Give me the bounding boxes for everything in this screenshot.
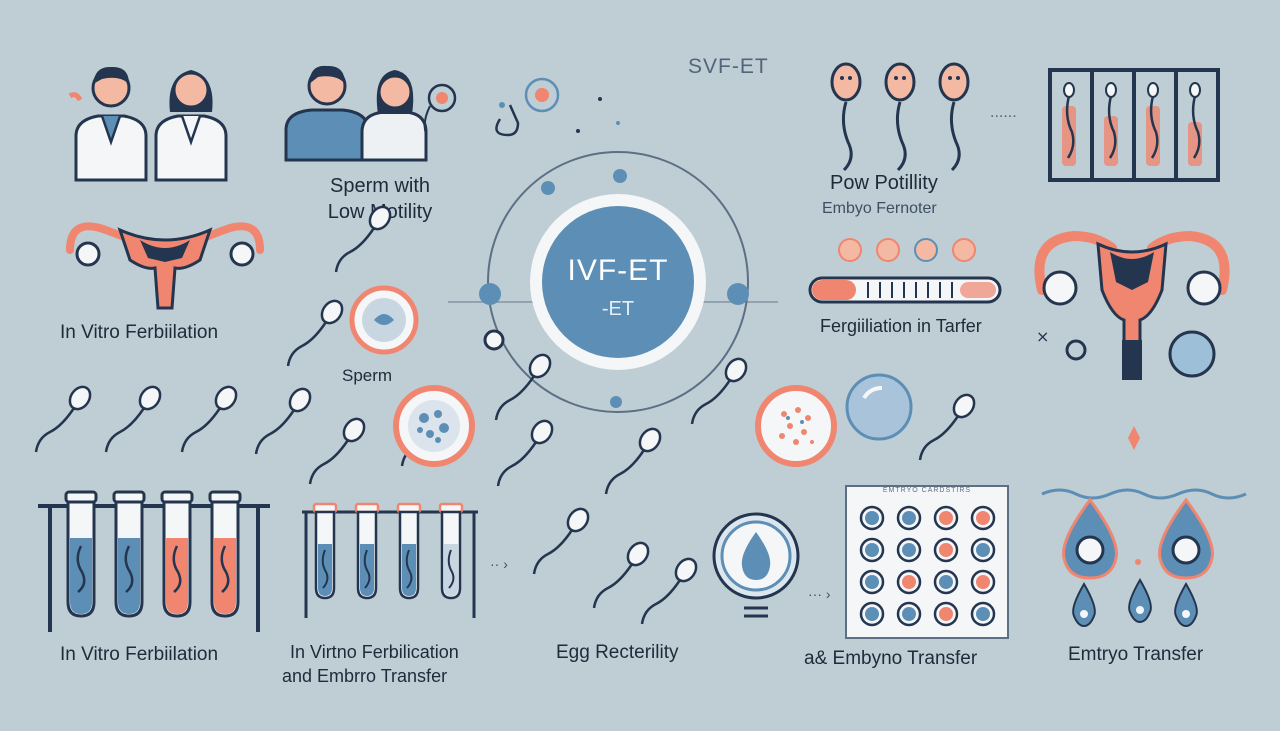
- plate-well: [933, 505, 959, 531]
- sperm-trio-icon: [830, 62, 970, 172]
- test-tube: [312, 502, 338, 600]
- plate-well: [896, 601, 922, 627]
- couple-icon: [284, 65, 457, 162]
- plate-well: [859, 537, 885, 563]
- sperm-icon: [690, 357, 748, 425]
- plate-well: [896, 505, 922, 531]
- dotted-connector-2: ·· ›: [490, 556, 508, 572]
- uterus-large-icon: ×: [1034, 230, 1230, 380]
- sperm-icon: [604, 427, 662, 495]
- test-tube: [354, 502, 380, 600]
- well-plate-icon: [845, 485, 1009, 639]
- plate-well: [859, 505, 885, 531]
- sperm-icon: [496, 419, 554, 487]
- sperm-icon: [34, 385, 92, 453]
- svg-text:×: ×: [1036, 327, 1049, 346]
- test-tube: [64, 490, 98, 618]
- dotted-connector-3: ··· ›: [808, 586, 831, 602]
- sperm-icon: [640, 557, 698, 625]
- embryo-dots-row: [838, 238, 976, 262]
- floating-dots-icon: [495, 77, 620, 137]
- petri-dish-icon: [349, 285, 419, 355]
- plate-well: [933, 601, 959, 627]
- fergillation-tarfer-label: Fergiiliation in Tarfer: [820, 316, 982, 336]
- tube-rack-icon: [1048, 68, 1220, 182]
- plate-well: [970, 601, 996, 627]
- test-tube: [438, 502, 464, 600]
- plate-well: [970, 505, 996, 531]
- sperm-icon: [180, 385, 238, 453]
- petri-dish-large-icon: [393, 385, 475, 467]
- sperm-icon: [104, 385, 162, 453]
- test-tube: [112, 490, 146, 618]
- plate-well: [859, 569, 885, 595]
- doctors-couple-icon: [68, 66, 228, 182]
- test-tubes-small-icon: [302, 502, 478, 618]
- fertilization-progress-bar: [808, 276, 1002, 304]
- sperm-icon: [592, 541, 650, 609]
- sperm-icon: [532, 507, 590, 575]
- bubble-icon: [845, 373, 913, 441]
- uterus-icon: [66, 222, 264, 310]
- sperm-icon: [334, 205, 392, 273]
- test-tube: [396, 502, 422, 600]
- hub-subtitle: -ET: [601, 298, 635, 320]
- test-tube: [208, 490, 242, 618]
- plate-well: [896, 537, 922, 563]
- plate-well: [970, 569, 996, 595]
- ivf-et-label: In Virtno Ferbilication and Embrro Trans…: [282, 640, 459, 688]
- sperm-icon: [286, 299, 344, 367]
- ivf-hub-diagram: [448, 151, 778, 413]
- egg-recterility-label: Egg Recterility: [556, 642, 679, 663]
- embryo-transfer-mid-label: a& Embyno Transfer: [804, 648, 978, 669]
- top-center-label: SVF-ET: [688, 55, 769, 78]
- plate-well: [970, 537, 996, 563]
- ivf-et-line2: and Embrro Transfer: [282, 666, 448, 686]
- droplets-icon: [1041, 488, 1247, 628]
- petri-dish-dotted-icon: [755, 385, 837, 467]
- hub-title: IVF-ET: [567, 254, 669, 287]
- sperm-icon: [918, 393, 976, 461]
- embryo-transfer-right-label: Emtryo Transfer: [1068, 644, 1204, 665]
- sperm-icon: [494, 353, 552, 421]
- sperm-icon: [308, 417, 366, 485]
- plate-header: EMTRYO CARDSTIRS: [882, 487, 972, 494]
- ivf-left-label: In Vitro Ferbiilation: [60, 322, 219, 343]
- plate-well: [933, 569, 959, 595]
- sparkle-icon: [1128, 426, 1140, 450]
- sperm-label: Sperm: [342, 366, 393, 385]
- egg-droplet-icon: [712, 512, 800, 618]
- embryo-fernoter-label: Embyo Fernoter: [822, 200, 937, 217]
- ivf-et-line1: In Virtno Ferbilication: [290, 642, 459, 662]
- ivf-bottom-left-label: In Vitro Ferbiilation: [60, 644, 219, 665]
- pow-potility-label: Pow Potillity: [830, 172, 938, 194]
- sperm-low-motility-line1: Sperm with: [329, 175, 431, 197]
- sperm-icon: [254, 387, 312, 455]
- plate-well: [859, 601, 885, 627]
- test-tube: [160, 490, 194, 618]
- plate-well: [896, 569, 922, 595]
- plate-well: [933, 537, 959, 563]
- test-tube-row: [64, 490, 242, 618]
- dotted-connector: ......: [990, 104, 1017, 121]
